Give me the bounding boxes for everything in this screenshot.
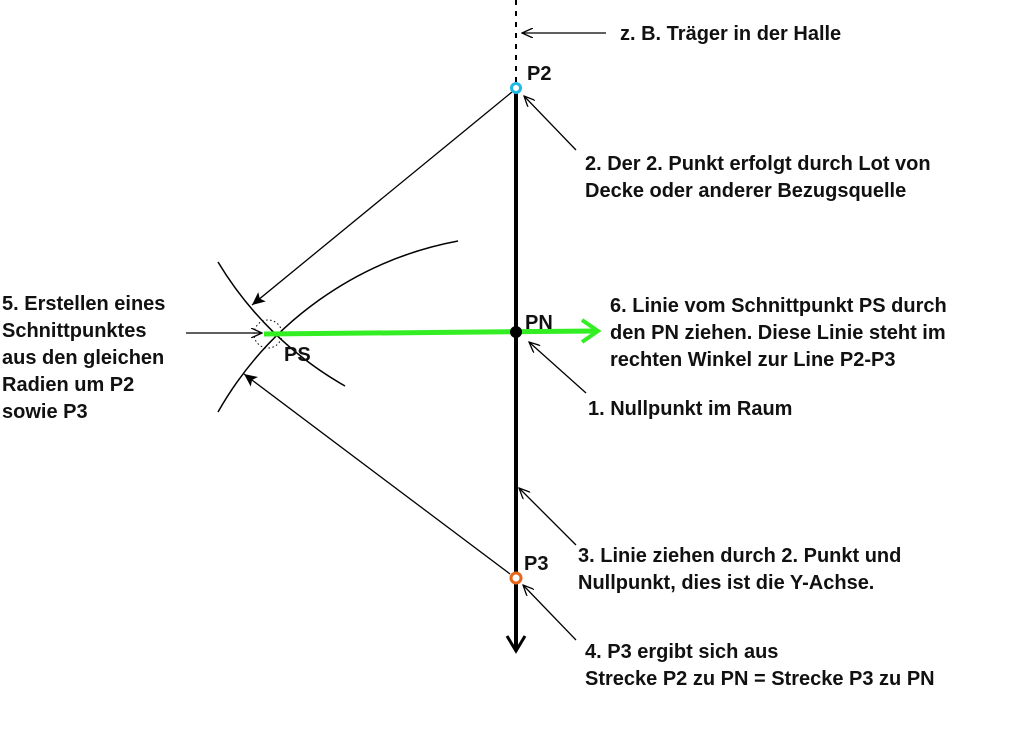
- pointer-arrow-step2: [524, 96, 577, 151]
- note-step6-line3: rechten Winkel zur Line P2-P3: [610, 349, 895, 371]
- radius-arrow-p2: [251, 91, 513, 306]
- label-p3: P3: [524, 553, 548, 575]
- note-step3-line1: 3. Linie ziehen durch 2. Punkt und: [578, 545, 901, 567]
- note-step1: 1. Nullpunkt im Raum: [588, 398, 792, 420]
- note-step4-line2: Strecke P2 zu PN = Strecke P3 zu PN: [585, 668, 935, 690]
- note-step2-line2: Decke oder anderer Bezugsquelle: [585, 180, 906, 202]
- radius-arrow-p3: [243, 373, 511, 575]
- point-p2: [510, 82, 522, 94]
- note-step5-line2: Schnittpunktes: [2, 320, 146, 342]
- note-step3-line2: Nullpunkt, dies ist die Y-Achse.: [578, 572, 874, 594]
- note-step5-line5: sowie P3: [2, 401, 88, 423]
- note-step6-line1: 6. Linie vom Schnittpunkt PS durch: [610, 295, 947, 317]
- perpendicular-line: [263, 328, 597, 337]
- note-step5-line1: 5. Erstellen eines: [2, 293, 165, 315]
- note-step5-line4: Radien um P2: [2, 374, 134, 396]
- note-step4-line1: 4. P3 ergibt sich aus: [585, 641, 778, 663]
- label-p2: P2: [527, 63, 551, 85]
- point-pn: [510, 326, 522, 338]
- pointer-arrow-step1: [529, 342, 587, 394]
- arc-around-p3: [217, 240, 459, 413]
- pointer-arrow-step4: [523, 585, 577, 641]
- label-pn: PN: [525, 312, 553, 334]
- perpendicular-arrowhead: [580, 318, 602, 344]
- label-ps: PS: [284, 344, 311, 366]
- note-beam: z. B. Träger in der Halle: [620, 23, 841, 45]
- note-step2-line1: 2. Der 2. Punkt erfolgt durch Lot von: [585, 153, 931, 175]
- note-step5-line3: aus den gleichen: [2, 347, 164, 369]
- pointer-arrow-step3: [519, 488, 577, 546]
- point-p3: [509, 571, 523, 585]
- y-axis-arrowhead: [505, 635, 527, 654]
- note-step6-line2: den PN ziehen. Diese Linie steht im: [610, 322, 946, 344]
